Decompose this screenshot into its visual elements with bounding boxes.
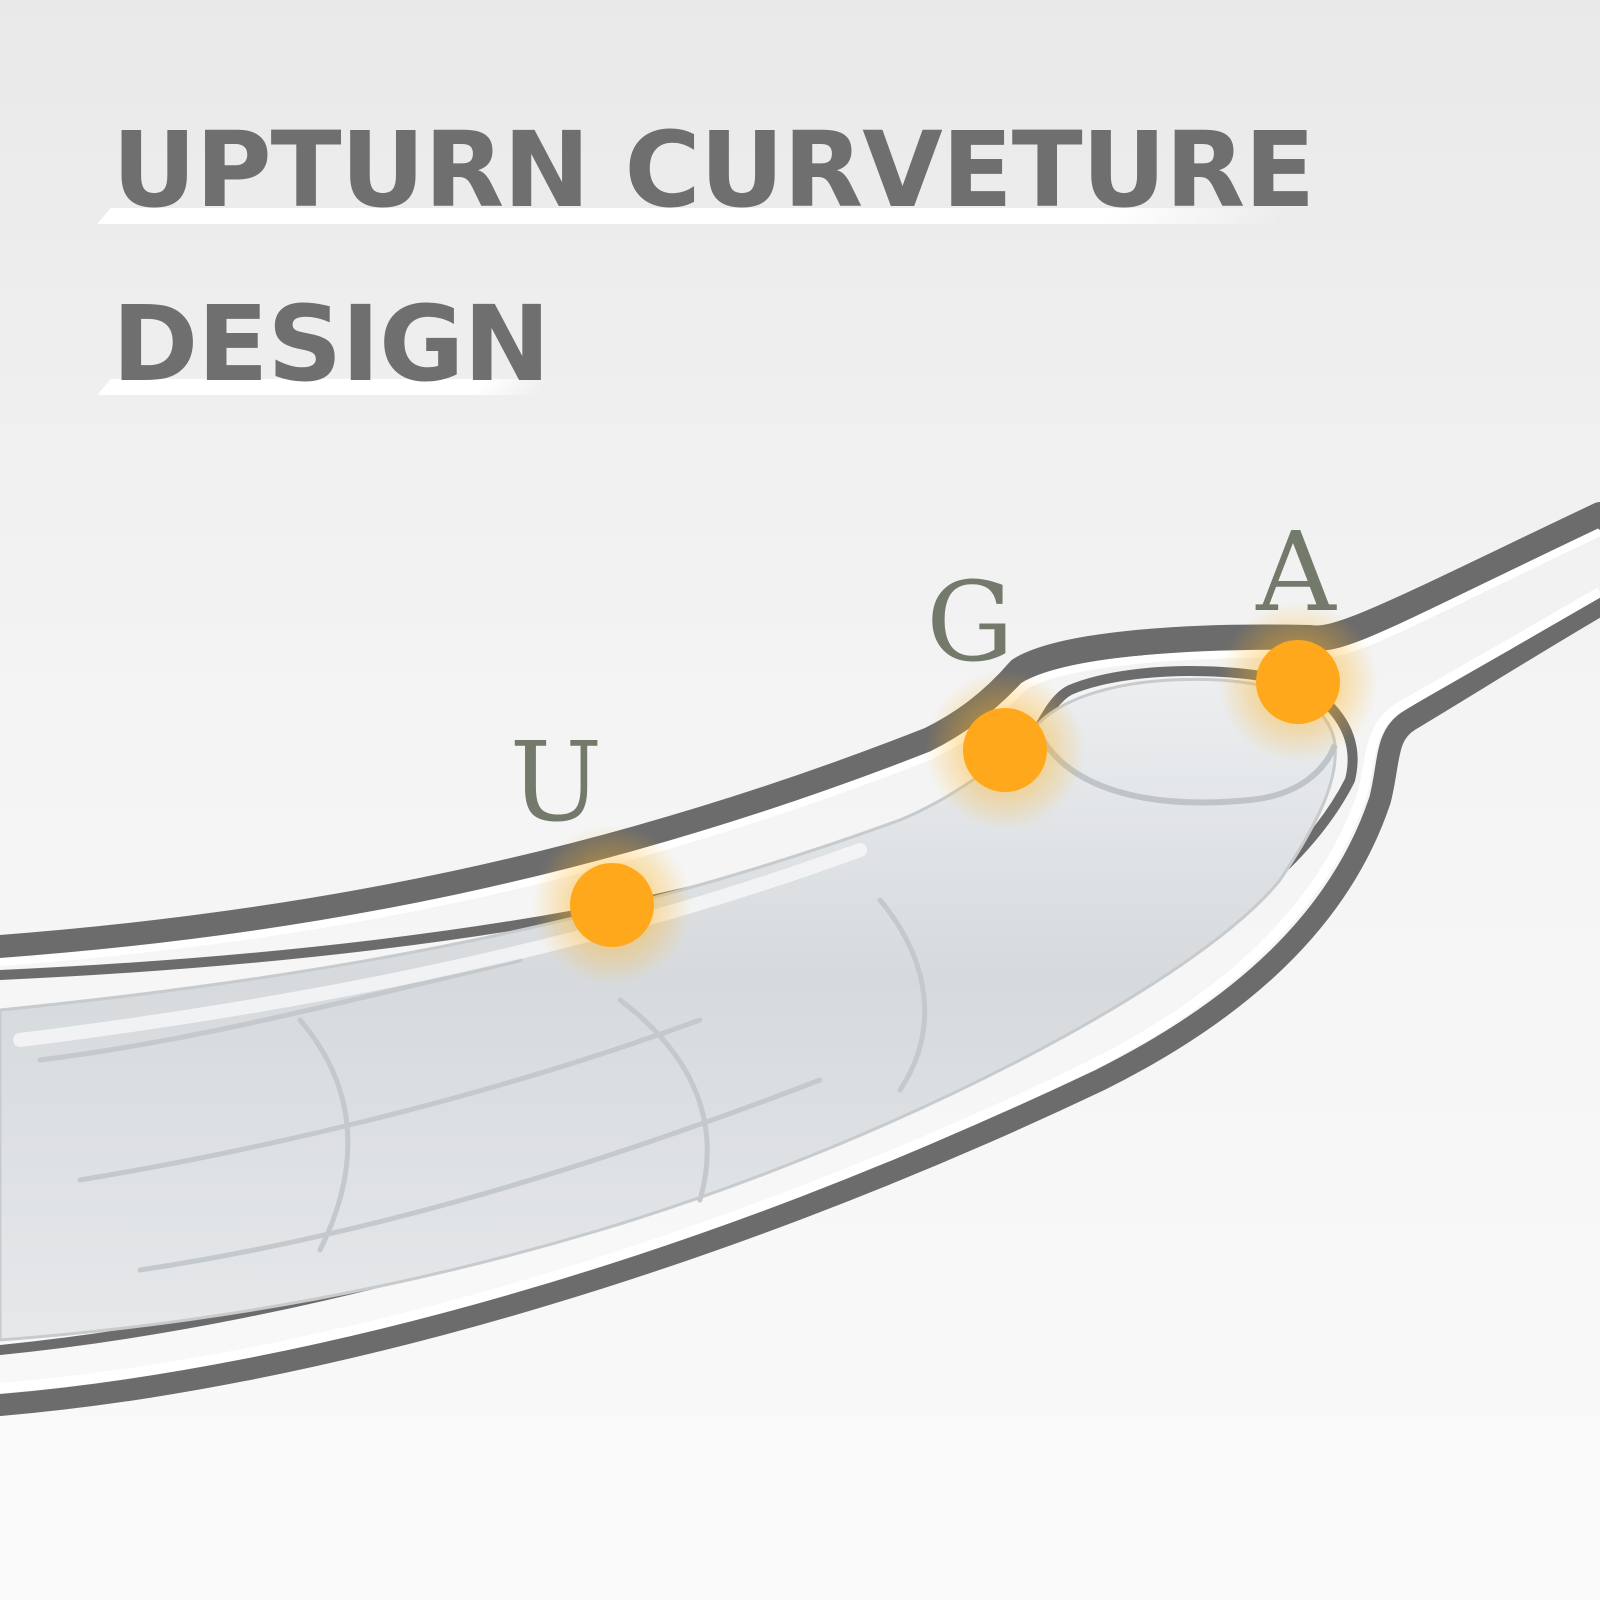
zone-u-dot: [570, 863, 654, 947]
product-highlight: [13, 843, 867, 1047]
zone-g-marker: G: [925, 558, 1085, 830]
zone-a-label: A: [1255, 508, 1337, 636]
product-texture-1: [37, 897, 928, 1273]
headline-line-2: DESIGN: [112, 283, 550, 405]
zone-u-marker: U: [510, 718, 692, 985]
zone-u-label: U: [510, 718, 603, 846]
zone-g-dot: [963, 708, 1047, 792]
zone-g-label: G: [926, 558, 1014, 686]
zone-a-dot: [1256, 640, 1340, 724]
zone-a-marker: A: [1218, 508, 1378, 762]
headline-line-1: UPTURN CURVETURE: [112, 109, 1315, 231]
lower-outline-white-edge: [0, 587, 1600, 1393]
lower-outline: [0, 594, 1600, 1416]
